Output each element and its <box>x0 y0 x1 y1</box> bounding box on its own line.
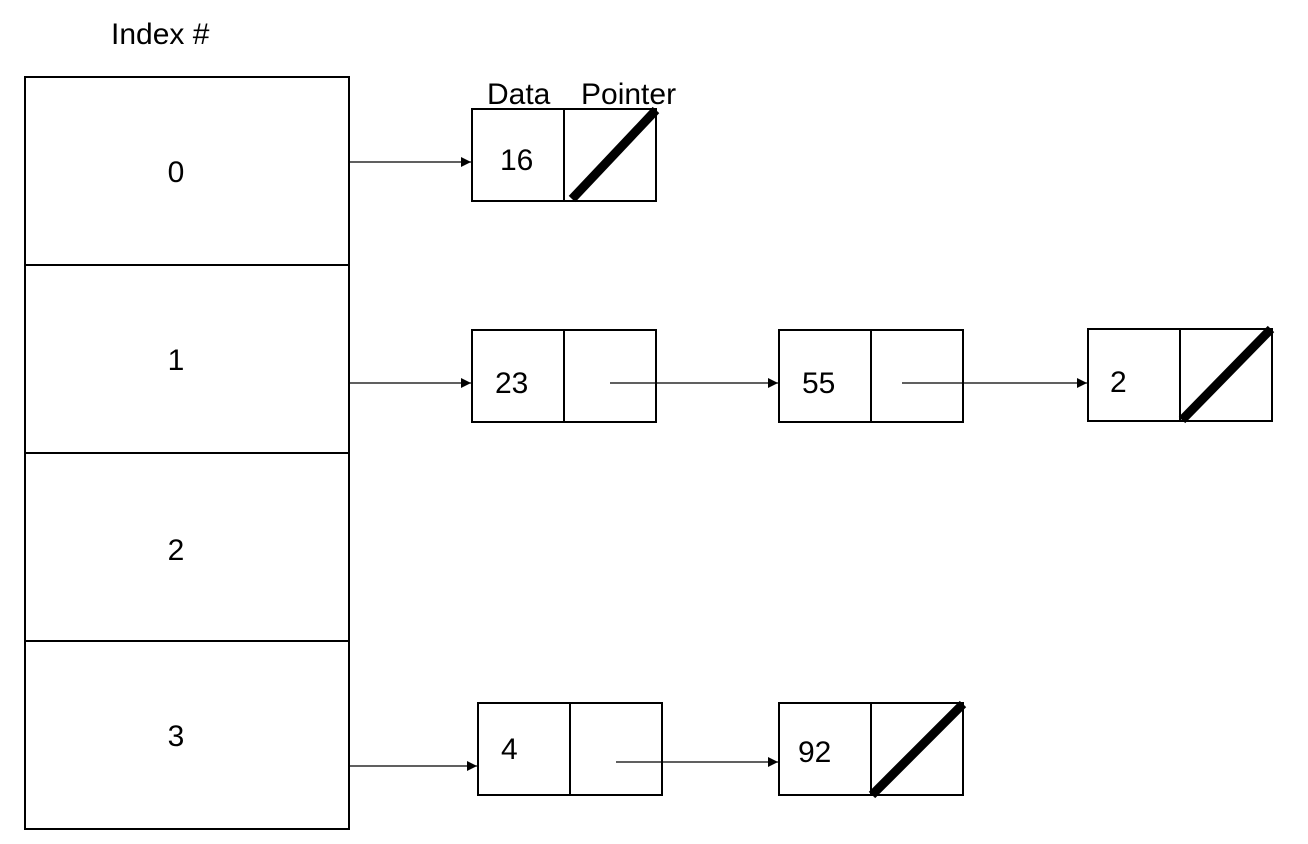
node-pointer-cell <box>563 329 657 423</box>
node-data-value: 2 <box>1110 366 1127 399</box>
node-data-cell <box>471 329 565 423</box>
node-data-value: 16 <box>500 144 533 177</box>
index-slot-label: 0 <box>168 156 185 189</box>
data-header: Data <box>487 78 551 111</box>
node-data-value: 4 <box>501 733 518 766</box>
node-data-cell <box>778 702 872 796</box>
index-slot-1: 1 <box>24 264 350 454</box>
node-data-cell <box>778 329 872 423</box>
node-pointer-cell <box>569 702 663 796</box>
node-4: 4 <box>477 702 663 796</box>
pointer-header: Pointer <box>581 78 676 111</box>
node-55: 55 <box>778 329 964 423</box>
node-16: 16 <box>471 106 660 203</box>
null-pointer-slash <box>568 106 660 203</box>
index-table: 0 1 2 3 <box>24 76 350 830</box>
node-92: 92 <box>778 700 967 799</box>
node-2: 2 <box>1087 325 1275 424</box>
index-slot-label: 2 <box>168 534 185 567</box>
node-data-value: 55 <box>802 367 835 400</box>
null-pointer-slash <box>868 700 967 799</box>
index-slot-2: 2 <box>24 452 350 642</box>
index-slot-0: 0 <box>24 76 350 266</box>
index-slot-label: 3 <box>168 720 185 753</box>
node-pointer-cell <box>870 329 964 423</box>
node-data-value: 92 <box>798 736 831 769</box>
index-slot-3: 3 <box>24 640 350 830</box>
node-data-cell <box>477 702 571 796</box>
index-slot-label: 1 <box>168 344 185 377</box>
null-pointer-slash <box>1178 325 1275 424</box>
node-data-value: 23 <box>495 367 528 400</box>
node-23: 23 <box>471 329 657 423</box>
node-data-cell <box>1087 328 1181 422</box>
index-header: Index # <box>111 18 210 51</box>
